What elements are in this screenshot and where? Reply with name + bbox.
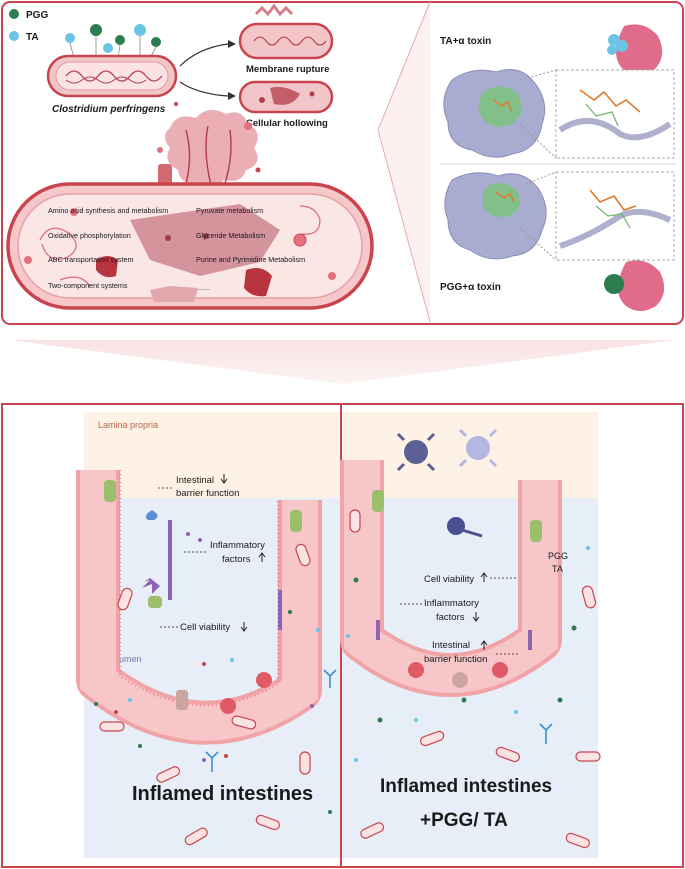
transition-funnel xyxy=(10,340,675,384)
pathway-2: Oxidative phosphorylation xyxy=(48,231,131,240)
molecule-cluster xyxy=(65,24,161,59)
docking-pgg-label: PGG+α toxin xyxy=(440,282,501,293)
right-barrier-label-1: Intestinal xyxy=(432,640,470,651)
right-viability-label: Cell viability xyxy=(424,574,474,585)
bacterium-small xyxy=(46,54,178,98)
leakage-cloud xyxy=(157,102,261,197)
toxin-pgg-icon xyxy=(604,260,665,311)
right-inflam-down-icon xyxy=(472,612,480,622)
binding-site-ta xyxy=(558,89,672,141)
immune-cells xyxy=(396,428,498,538)
legend-pgg-label: PGG xyxy=(26,10,48,21)
left-inflam-label-2: factors xyxy=(222,554,251,565)
pathway-4: Two-component systems xyxy=(48,281,128,290)
crypt-right xyxy=(340,460,562,697)
right-inflam-label-2: factors xyxy=(436,612,465,623)
lamina-propria-left xyxy=(84,412,340,498)
left-barrier-label-1: Intestinal xyxy=(176,475,214,486)
lamina-propria-label: Lamina propria xyxy=(98,420,158,430)
left-viability-label: Cell viability xyxy=(180,622,230,633)
legend-ta-label: TA xyxy=(26,32,39,43)
pathway-3: ABC transportation system xyxy=(48,255,134,264)
arrow-hollowing xyxy=(179,81,229,97)
crypt-left xyxy=(76,470,322,745)
binding-site-pgg xyxy=(559,189,672,249)
right-viability-up-icon xyxy=(480,572,488,582)
pathway-1: Amino acid synthesis and metabolism xyxy=(48,206,168,215)
cellular-hollowing-label: Cellular hollowing xyxy=(246,118,328,129)
bacterium-hollow xyxy=(238,80,334,114)
docking-ta-label: TA+α toxin xyxy=(440,36,491,47)
arrow-rupture xyxy=(179,43,229,67)
organism-label: Clostridium perfringens xyxy=(52,104,166,115)
legend: PGG TA xyxy=(9,9,48,43)
left-viability-down-icon xyxy=(240,622,248,632)
antibody-icons xyxy=(205,669,553,772)
right-legend-pgg: PGG xyxy=(548,551,568,561)
ta-legend-icon xyxy=(9,31,19,41)
left-inflam-up-icon xyxy=(258,552,266,562)
right-barrier-up-icon xyxy=(480,640,488,650)
right-legend-ta: TA xyxy=(552,564,563,574)
right-inflam-label-1: Inflammatory xyxy=(424,598,479,609)
left-barrier-label-2: barrier function xyxy=(176,488,239,499)
protein-surface-pgg xyxy=(444,172,547,260)
right-title-2: +PGG/ TA xyxy=(420,810,508,831)
zoom-wedge xyxy=(378,2,430,322)
lumen-bacteria xyxy=(99,509,601,849)
bacterium-ruptured xyxy=(238,3,334,60)
protein-surface-ta xyxy=(443,69,546,158)
pathway-7: Purine and Pyrimidine Metabolism xyxy=(196,255,305,264)
left-title: Inflamed intestines xyxy=(132,783,313,805)
pathway-6: Glyceride Metabolism xyxy=(196,231,265,240)
binding-site-ta-zoom xyxy=(555,69,675,159)
right-barrier-label-2: barrier function xyxy=(424,654,487,665)
right-title-1: Inflamed intestines xyxy=(380,776,552,797)
bacterium-large xyxy=(6,182,374,310)
pgg-legend-icon xyxy=(9,9,19,19)
membrane-rupture-label: Membrane rupture xyxy=(246,64,329,75)
pathway-8: ...... xyxy=(198,283,210,292)
pathway-5: Pyruvate metabolism xyxy=(196,206,263,215)
left-barrier-down-icon xyxy=(220,474,228,484)
lumen-particles xyxy=(94,532,590,814)
left-inflam-label-1: Inflammatory xyxy=(210,540,265,551)
toxin-ta-icon xyxy=(607,24,663,75)
